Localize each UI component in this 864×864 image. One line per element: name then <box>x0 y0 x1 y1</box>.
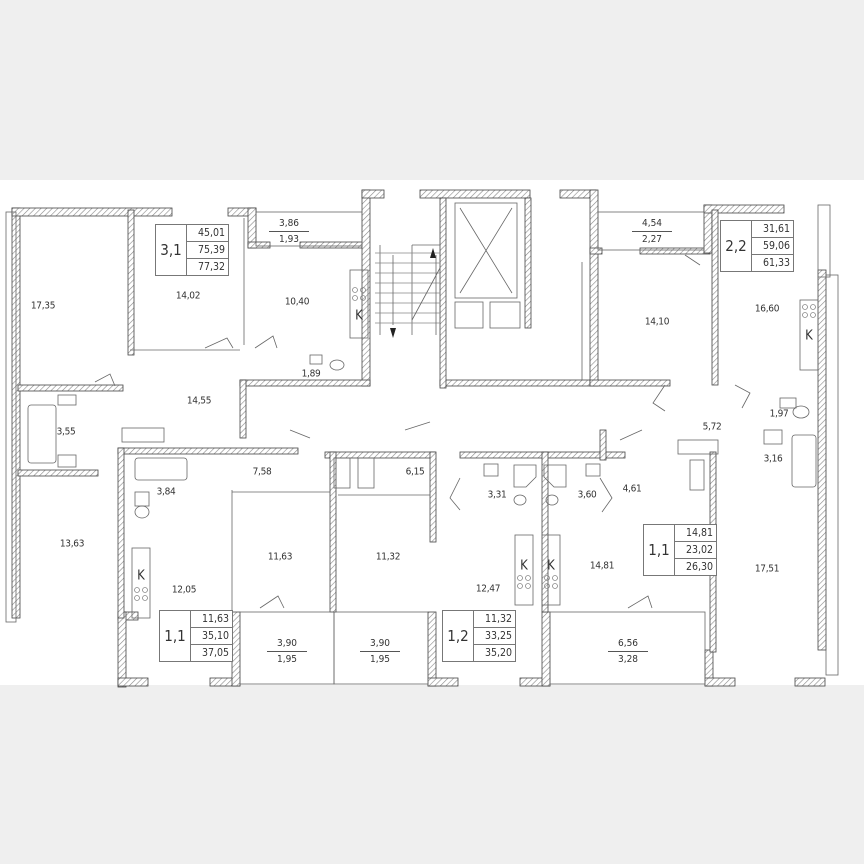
apartment-number: 3,1 <box>156 225 187 275</box>
total-with-balcony: 61,33 <box>762 257 790 269</box>
room-area-label: 17,35 <box>30 300 56 312</box>
apartment-key-2-2: 2,2 31,61 59,06 61,33 <box>720 220 794 272</box>
balcony-area: 4,54 <box>632 218 672 232</box>
room-area-label: 17,51 <box>754 563 780 575</box>
total-area: 23,02 <box>675 542 716 559</box>
total-area: 33,25 <box>474 628 515 645</box>
balcony-reduced-area: 3,28 <box>617 654 639 665</box>
living-area: 11,63 <box>191 611 232 628</box>
total-with-balcony: 35,20 <box>484 647 512 659</box>
living-area: 31,61 <box>752 221 793 238</box>
room-area-label: 3,55 <box>56 426 76 438</box>
balcony-reduced-area: 1,95 <box>369 654 391 665</box>
living-area: 14,81 <box>675 525 716 542</box>
kitchen-marker: K <box>520 558 528 574</box>
apartment-key-1-2: 1,2 11,32 33,25 35,20 <box>442 610 516 662</box>
room-area-label: 16,60 <box>754 303 780 315</box>
apartment-key-1-1-left: 1,1 11,63 35,10 37,05 <box>159 610 233 662</box>
room-area-label: 5,72 <box>702 421 722 433</box>
apartment-number: 1,2 <box>443 611 474 661</box>
room-area-label: 14,55 <box>186 395 212 407</box>
room-area-label: 7,58 <box>252 466 272 478</box>
balcony-area: 3,86 <box>269 218 309 232</box>
balcony-label: 3,90 1,95 <box>267 638 307 665</box>
room-area-label: 3,60 <box>577 489 597 501</box>
total-area: 59,06 <box>752 238 793 255</box>
apartment-key-1-1-right: 1,1 14,81 23,02 26,30 <box>643 524 717 576</box>
room-area-label: 1,89 <box>301 368 321 380</box>
living-area: 11,32 <box>474 611 515 628</box>
room-area-label: 11,32 <box>375 551 401 563</box>
living-area: 45,01 <box>187 225 228 242</box>
total-area: 35,10 <box>191 628 232 645</box>
balcony-label: 3,90 1,95 <box>360 638 400 665</box>
balcony-label: 4,54 2,27 <box>632 218 672 245</box>
total-with-balcony: 77,32 <box>197 261 225 273</box>
balcony-label: 6,56 3,28 <box>608 638 648 665</box>
total-area: 75,39 <box>187 242 228 259</box>
apartment-number: 2,2 <box>721 221 752 271</box>
apartment-number: 1,1 <box>644 525 675 575</box>
balcony-reduced-area: 2,27 <box>641 234 663 245</box>
room-area-label: 11,63 <box>267 551 293 563</box>
room-area-label: 12,05 <box>171 584 197 596</box>
balcony-area: 3,90 <box>360 638 400 652</box>
total-with-balcony: 26,30 <box>685 561 713 573</box>
kitchen-marker: K <box>137 568 145 584</box>
room-area-label: 3,31 <box>487 489 507 501</box>
room-area-label: 4,61 <box>622 483 642 495</box>
room-area-label: 13,63 <box>59 538 85 550</box>
apartment-key-3-1: 3,1 45,01 75,39 77,32 <box>155 224 229 276</box>
kitchen-marker: K <box>805 328 813 344</box>
room-area-label: 1,97 <box>769 408 789 420</box>
room-area-label: 3,84 <box>156 486 176 498</box>
kitchen-marker: K <box>547 558 555 574</box>
room-area-label: 6,15 <box>405 466 425 478</box>
kitchen-marker: K <box>355 308 363 324</box>
room-area-label: 10,40 <box>284 296 310 308</box>
balcony-reduced-area: 1,93 <box>278 234 300 245</box>
balcony-reduced-area: 1,95 <box>276 654 298 665</box>
apartment-number: 1,1 <box>160 611 191 661</box>
balcony-area: 3,90 <box>267 638 307 652</box>
room-area-label: 14,02 <box>175 290 201 302</box>
room-area-label: 14,81 <box>589 560 615 572</box>
balcony-area: 6,56 <box>608 638 648 652</box>
room-area-label: 3,16 <box>763 453 783 465</box>
room-area-label: 12,47 <box>475 583 501 595</box>
total-with-balcony: 37,05 <box>201 647 229 659</box>
balcony-label: 3,86 1,93 <box>269 218 309 245</box>
room-area-label: 14,10 <box>644 316 670 328</box>
